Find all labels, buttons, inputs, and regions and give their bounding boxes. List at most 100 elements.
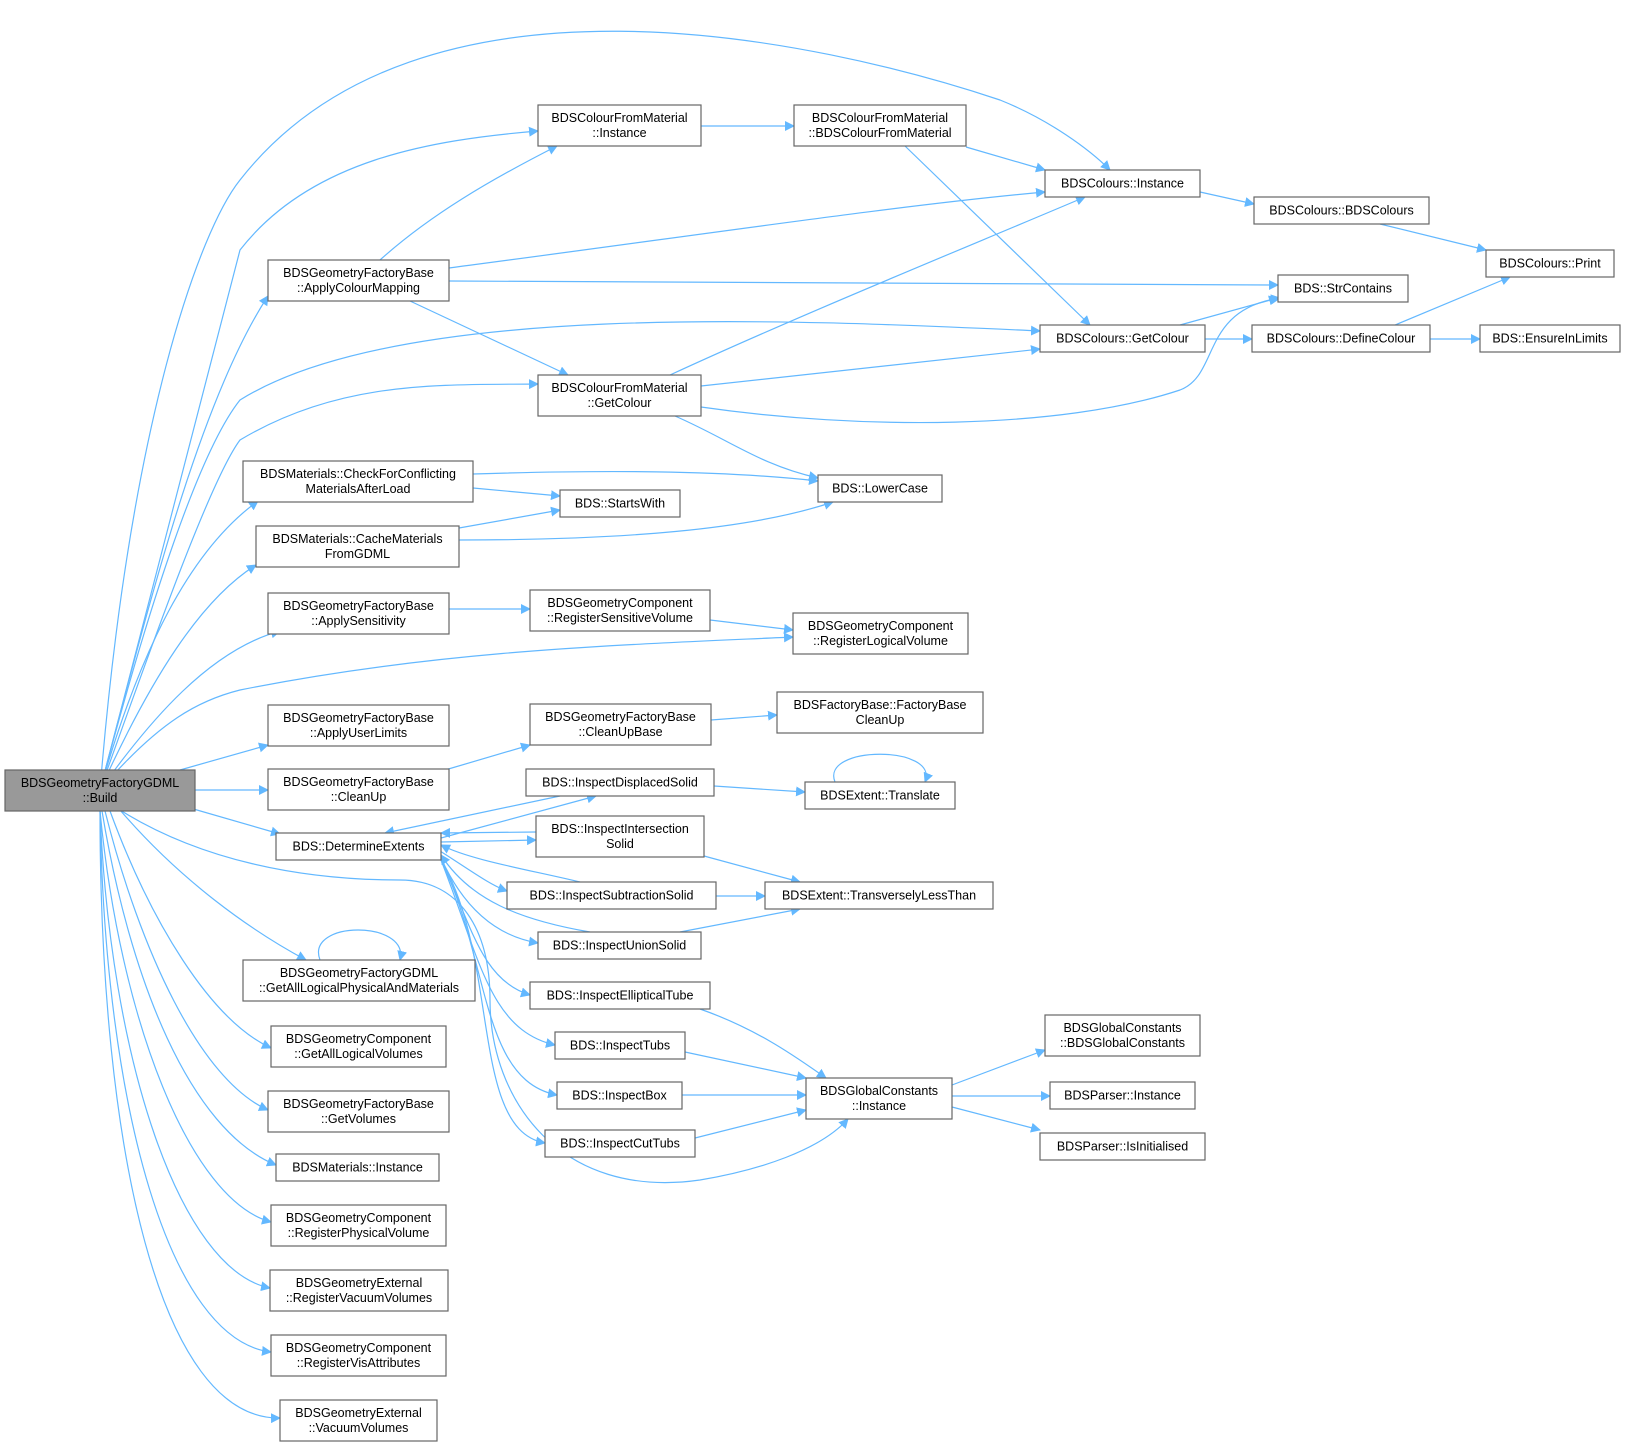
node-cfm-ctor[interactable]: BDSColourFromMaterial::BDSColourFromMate… [793,104,967,147]
node-mat-inst[interactable]: BDSMaterials::Instance [275,1153,440,1182]
node-regvis[interactable]: BDSGeometryComponent::RegisterVisAttribu… [270,1334,447,1377]
edge-cachemat-to-startswith [458,506,561,529]
edge-checkconf-to-startswith [472,487,561,501]
node-col-print[interactable]: BDSColours::Print [1485,249,1615,278]
node-label: CleanUp [856,713,905,727]
node-insp-tubs[interactable]: BDS::InspectTubs [554,1031,686,1060]
node-label: BDSGeometryFactoryBase [283,711,434,725]
node-cleanupbase[interactable]: BDSGeometryFactoryBase::CleanUpBase [529,703,712,746]
edge-cfm_get-to-col_get [700,345,1041,387]
node-cfm-inst[interactable]: BDSColourFromMaterial::Instance [537,104,702,147]
node-label: BDS::InspectEllipticalTube [547,989,694,1003]
node-gc-ctor[interactable]: BDSGlobalConstants::BDSGlobalConstants [1044,1014,1201,1057]
node-box [544,1129,696,1158]
node-box [529,589,711,632]
edge-determine-to-insp_cut [440,859,546,1147]
edge-applycol-to-cfm_inst [379,145,558,261]
node-label: BDSGeometryFactoryBase [545,710,696,724]
node-cleanup[interactable]: BDSGeometryFactoryBase::CleanUp [267,768,450,811]
node-label: Solid [606,837,634,851]
node-box [535,815,705,858]
node-box [1039,324,1206,353]
edge-root-to-gc_inst [119,809,849,1184]
node-label: BDSGeometryComponent [286,1211,432,1225]
node-label: ::RegisterLogicalVolume [813,634,948,648]
edge-determine-to-insp_disp [440,793,597,839]
node-reglog[interactable]: BDSGeometryComponent::RegisterLogicalVol… [792,612,969,655]
node-col-define[interactable]: BDSColours::DefineColour [1251,324,1431,353]
node-getvol[interactable]: BDSGeometryFactoryBase::GetVolumes [267,1090,450,1133]
node-label: BDS::InspectCutTubs [560,1137,680,1151]
node-label: BDSColours::DefineColour [1267,332,1416,346]
edge-checkconf-to-lower [472,470,819,485]
node-parser-isinit[interactable]: BDSParser::IsInitialised [1039,1132,1206,1161]
node-cfm-get[interactable]: BDSColourFromMaterial::GetColour [537,374,702,417]
node-checkconf[interactable]: BDSMaterials::CheckForConflictingMateria… [242,460,474,503]
edge-root-to-cachemat [99,564,257,791]
node-insp-disp[interactable]: BDS::InspectDisplacedSolid [525,768,715,797]
node-label: ::VacuumVolumes [309,1421,409,1435]
node-box [1044,169,1201,198]
node-box [267,1090,450,1133]
node-ensure[interactable]: BDS::EnsureInLimits [1479,324,1621,353]
node-startswith[interactable]: BDS::StartsWith [559,489,681,518]
node-label: BDS::InspectBox [572,1089,667,1103]
edge-root-to-mat_inst [101,810,277,1167]
node-parser-inst[interactable]: BDSParser::Instance [1049,1081,1196,1110]
edge-insp_disp-to-determine [384,795,561,837]
node-label: BDSColourFromMaterial [551,111,687,125]
edge-insp_inter-to-determine [440,827,537,838]
node-label: BDSGeometryExternal [295,1406,421,1420]
node-insp-sub[interactable]: BDS::InspectSubtractionSolid [506,881,717,910]
node-label: BDSGlobalConstants [820,1084,938,1098]
node-translate[interactable]: BDSExtent::Translate [804,781,956,810]
node-box [270,1334,447,1377]
node-applycol[interactable]: BDSGeometryFactoryBase::ApplyColourMappi… [267,259,450,302]
node-applysens[interactable]: BDSGeometryFactoryBase::ApplySensitivity [267,592,450,635]
edge-root-to-reglog [99,632,794,791]
node-label: ::Build [83,791,118,805]
node-root[interactable]: BDSGeometryFactoryGDML::Build [4,769,196,812]
node-insp-union[interactable]: BDS::InspectUnionSolid [537,931,702,960]
node-label: ::ApplyUserLimits [310,726,407,740]
node-getall[interactable]: BDSGeometryFactoryGDML::GetAllLogicalPhy… [242,959,476,1002]
edge-root-to-vacvol [99,810,281,1424]
node-regphys[interactable]: BDSGeometryComponent::RegisterPhysicalVo… [270,1204,447,1247]
node-vacvol[interactable]: BDSGeometryExternal::VacuumVolumes [279,1399,438,1442]
node-lower[interactable]: BDS::LowerCase [817,474,943,503]
node-regvac[interactable]: BDSGeometryExternal::RegisterVacuumVolum… [269,1269,449,1312]
edge-cfm_get-to-col_inst [669,195,1086,376]
node-label: BDSColourFromMaterial [551,381,687,395]
node-box [529,703,712,746]
node-transless[interactable]: BDSExtent::TransverselyLessThan [764,881,994,910]
node-col-inst[interactable]: BDSColours::Instance [1044,169,1201,198]
node-label: BDSParser::IsInitialised [1057,1140,1188,1154]
edge-root-to-applycol [99,295,269,791]
node-label: BDSGeometryComponent [286,1032,432,1046]
node-insp-cut[interactable]: BDS::InspectCutTubs [544,1129,696,1158]
node-regsens[interactable]: BDSGeometryComponent::RegisterSensitiveV… [529,589,711,632]
node-box [776,691,984,734]
node-determine[interactable]: BDS::DetermineExtents [275,832,442,861]
node-getalllog[interactable]: BDSGeometryComponent::GetAllLogicalVolum… [270,1025,447,1068]
node-box [270,1025,447,1068]
node-label: BDSGeometryFactoryBase [283,599,434,613]
node-box [554,1031,686,1060]
node-applyul[interactable]: BDSGeometryFactoryBase::ApplyUserLimits [267,704,450,747]
node-label: BDSMaterials::Instance [292,1161,423,1175]
node-gc-inst[interactable]: BDSGlobalConstants::Instance [805,1077,953,1120]
node-label: BDSColours::GetColour [1056,332,1189,346]
node-insp-ell[interactable]: BDS::InspectEllipticalTube [529,981,711,1010]
edge-insp_inter-to-transless [703,855,801,885]
node-col-ctor[interactable]: BDSColours::BDSColours [1253,196,1430,225]
edge-root-to-regvac [99,810,271,1292]
node-label: BDSGeometryComponent [808,619,954,633]
node-insp-box[interactable]: BDS::InspectBox [556,1081,683,1110]
node-box [279,1399,438,1442]
node-col-get[interactable]: BDSColours::GetColour [1039,324,1206,353]
node-label: BDSGeometryExternal [296,1276,422,1290]
node-strcontains[interactable]: BDS::StrContains [1277,274,1409,303]
